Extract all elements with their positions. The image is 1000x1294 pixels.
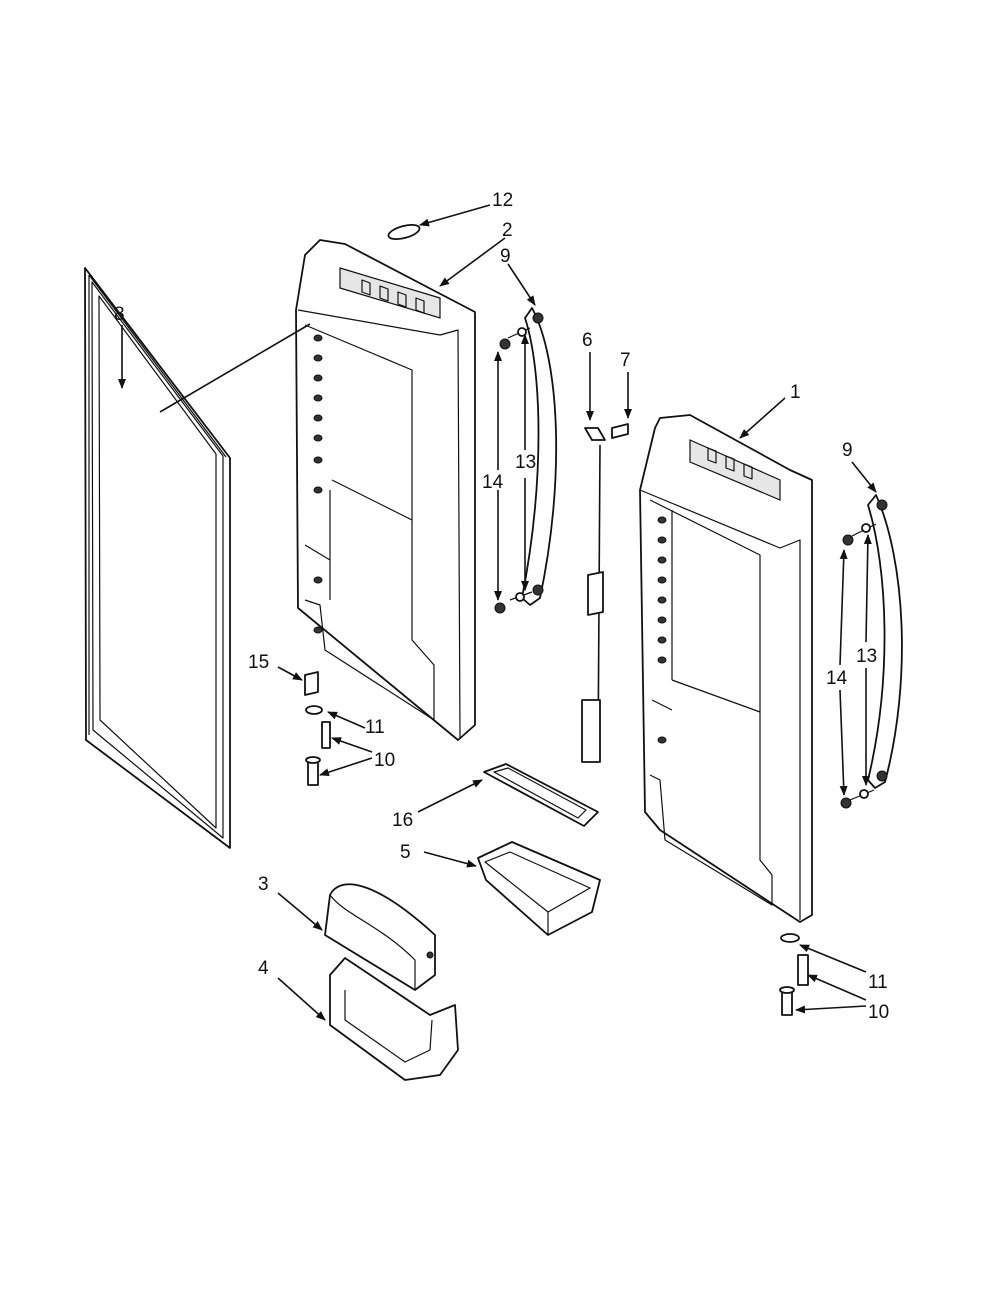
right-handle-screws (840, 523, 877, 809)
dairy-door-part-3 (324, 883, 436, 991)
callout-10-right: 10 (868, 1002, 889, 1023)
right-door (639, 414, 813, 923)
callout-9-right: 9 (842, 440, 853, 461)
door-bin-part-5 (477, 841, 601, 936)
left-bottom-hinge-parts (304, 671, 331, 786)
callout-11-right: 11 (868, 972, 888, 993)
callout-16: 16 (392, 810, 413, 831)
plug-part-12 (387, 223, 421, 241)
hinge-bracket (581, 423, 629, 763)
callout-15: 15 (248, 652, 269, 673)
right-bottom-hinge-parts (779, 933, 809, 1016)
callout-labels: 12 2 9 8 6 7 1 9 14 13 14 13 15 11 10 16… (114, 190, 889, 1023)
callout-4: 4 (258, 958, 269, 979)
shelf-tray-part-16 (483, 763, 599, 827)
callout-13-left: 13 (515, 452, 536, 473)
callout-10-left: 10 (374, 750, 395, 771)
callout-12: 12 (492, 190, 513, 211)
callout-3: 3 (258, 874, 269, 895)
callout-14-left: 14 (482, 472, 504, 493)
left-door (159, 239, 476, 741)
callout-11-left: 11 (365, 717, 385, 738)
door-gasket (84, 267, 231, 849)
callout-7: 7 (620, 350, 631, 371)
left-door-handle (521, 307, 558, 606)
callout-9-left: 9 (500, 246, 511, 267)
callout-5: 5 (400, 842, 411, 863)
leader-lines (118, 204, 877, 1021)
callout-2: 2 (502, 220, 513, 241)
callout-14-right: 14 (826, 668, 848, 689)
callout-6: 6 (582, 330, 593, 351)
callout-1: 1 (790, 382, 801, 403)
right-door-handle (867, 494, 903, 789)
callout-8: 8 (114, 304, 125, 325)
callout-13-right: 13 (856, 646, 877, 667)
dairy-bin-part-4 (329, 957, 459, 1081)
left-handle-screws (494, 327, 533, 614)
